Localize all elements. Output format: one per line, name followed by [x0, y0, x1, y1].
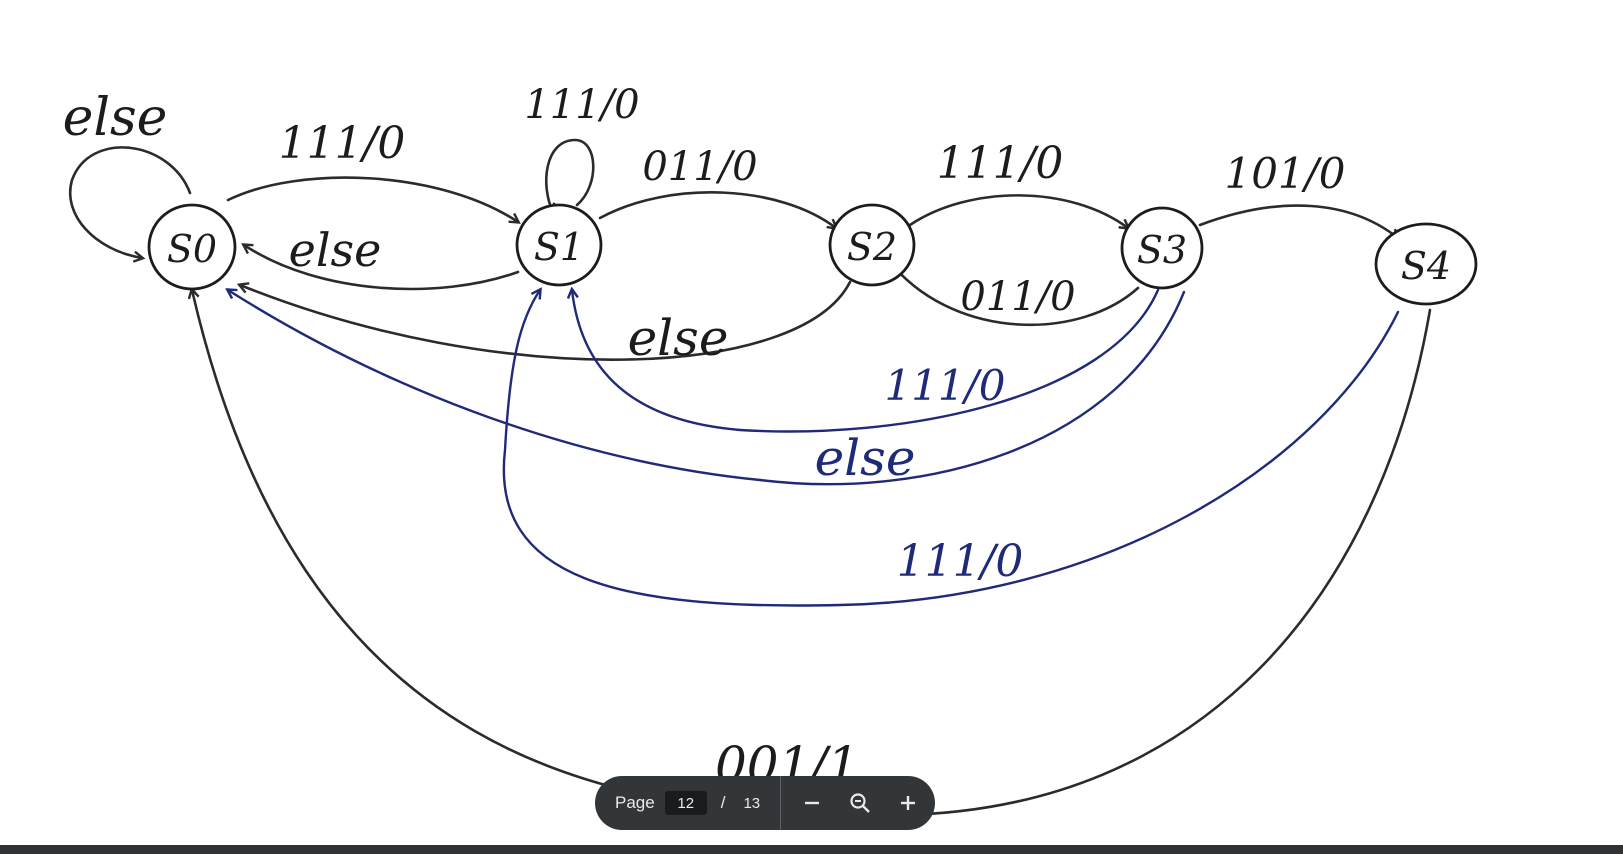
label-s4-s1: 111/0: [897, 536, 1024, 587]
edge-s3-s0: [228, 290, 1186, 486]
edge-s1-self: [546, 138, 595, 212]
state-s3: S3: [1120, 206, 1204, 290]
state-label: S1: [534, 225, 584, 269]
state-label: S2: [847, 225, 897, 269]
state-s4: S4: [1374, 222, 1478, 306]
edge-s3-s2: [895, 268, 1140, 327]
label-s2-s0: else: [628, 309, 729, 367]
state-s0: S0: [147, 203, 237, 291]
label-s2-s3: 111/0: [937, 138, 1064, 189]
pdf-page-toolbar: Page / 13: [595, 776, 935, 830]
label-s3-s4: 101/0: [1224, 149, 1345, 198]
fit-zoom-button[interactable]: [843, 786, 877, 820]
page-number-input[interactable]: [664, 791, 707, 815]
total-pages: 13: [743, 794, 761, 812]
state-label: S4: [1401, 244, 1451, 288]
zoom-in-button[interactable]: [891, 786, 925, 820]
bottom-edge-bar: [0, 845, 1623, 854]
edge-s3-s4: [1198, 204, 1398, 238]
zoom-out-button[interactable]: [795, 786, 829, 820]
state-s1: S1: [515, 203, 603, 287]
label-s1-self: 111/0: [524, 82, 639, 128]
edge-s1-s2: [598, 191, 836, 228]
page-label: Page: [615, 793, 655, 812]
edge-s0-self: [69, 146, 192, 258]
minus-icon: [805, 801, 820, 805]
label-s3-s2: 011/0: [960, 274, 1075, 320]
label-s1-s2: 011/0: [642, 144, 757, 190]
edge-s0-s1: [226, 176, 518, 222]
label-s3-s0: else: [815, 429, 916, 487]
state-label: S0: [167, 227, 217, 271]
edge-s2-s3: [908, 194, 1128, 228]
label-s1-s0: else: [289, 223, 382, 277]
label-s3-s1: 111/0: [884, 361, 1005, 410]
state-label: S3: [1137, 228, 1187, 272]
edge-s4-s1: [502, 290, 1400, 607]
edge-s3-s1: [572, 290, 1160, 433]
zoom-magnifier-icon: [850, 793, 870, 813]
edge-s1-s0: [244, 245, 520, 291]
plus-icon: [901, 796, 916, 810]
edge-s2-s0: [240, 280, 852, 362]
label-s0-self: else: [63, 88, 168, 148]
page-separator: /: [720, 793, 726, 812]
toolbar-divider: [780, 776, 782, 830]
state-s2: S2: [828, 203, 916, 287]
label-s0-s1: 111/0: [279, 118, 406, 169]
